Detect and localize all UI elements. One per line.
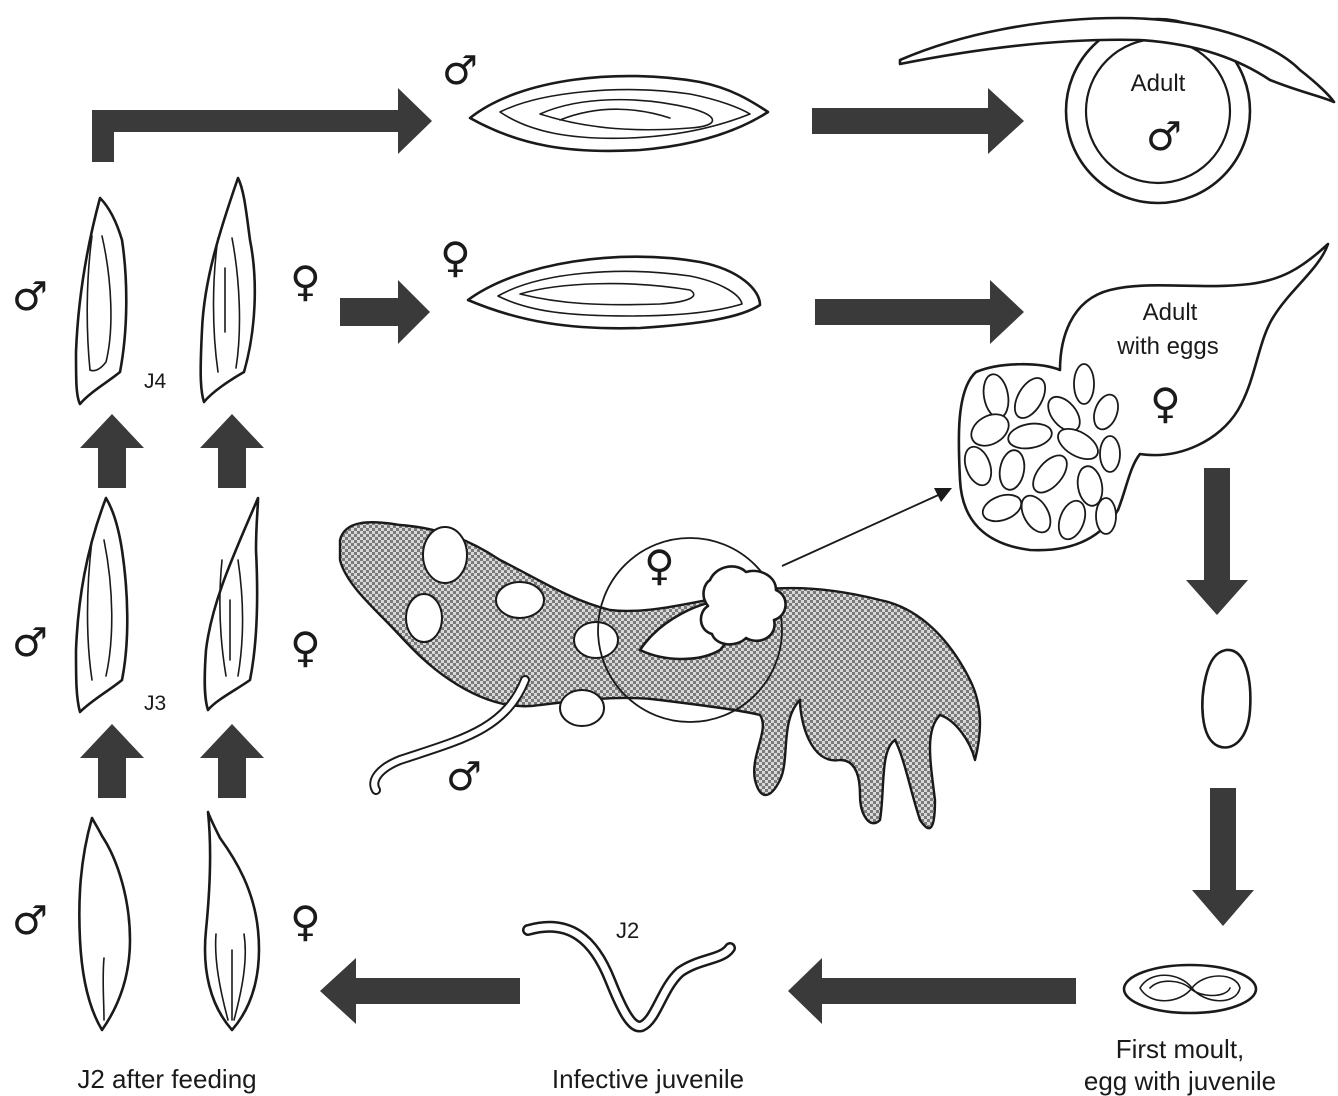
j4-male-illustration [76,198,126,404]
label-j2-after-feeding: J2 after feeding [77,1064,256,1094]
arrow-to-j2-after-feeding [320,958,520,1024]
egg-illustration [1202,650,1250,748]
male-symbol-j4: ♂ [12,274,48,320]
arrow-male-j3-to-j4 [80,414,144,488]
label-first-moult-line2: egg with juvenile [1084,1066,1276,1096]
female-symbol-adult: ♀ [1150,379,1181,428]
arrow-to-male-moult [92,88,432,162]
magnify-pointer [782,488,952,566]
female-symbol-j2: ♀ [290,897,321,946]
arrow-female-j2-to-j3 [200,724,264,798]
j2-male-illustration [79,818,130,1030]
arrow-female-j3-to-j4 [200,414,264,488]
egg-with-juvenile-illustration [1124,965,1256,1013]
male-symbol-moult: ♂ [442,48,478,94]
j4-female-illustration [201,178,255,402]
male-symbol-adult: ♂ [1146,114,1182,160]
label-adult-female-line1: Adult [1143,299,1198,326]
arrow-to-adult-male [812,88,1024,154]
label-first-moult-line1: First moult, [1116,1034,1245,1064]
male-moulting-illustration [470,76,768,151]
arrow-to-infective-juvenile [788,958,1076,1024]
adult-female-illustration [959,244,1328,550]
j2-female-illustration [205,812,259,1030]
j3-female-illustration [205,498,258,710]
j3-male-illustration [76,498,127,712]
female-symbol-moult: ♀ [440,233,471,282]
label-j4: J4 [144,370,167,393]
male-symbol-j2: ♂ [12,898,48,944]
label-adult-female-line2: with eggs [1116,333,1218,360]
label-j2: J2 [616,918,639,943]
label-adult-male: Adult [1131,70,1186,97]
male-symbol-j3: ♂ [12,620,48,666]
arrow-male-j2-to-j3 [80,724,144,798]
male-symbol-root: ♂ [446,754,482,800]
arrow-down-to-egg [1186,468,1248,615]
label-infective-juvenile: Infective juvenile [552,1064,744,1094]
arrow-to-adult-female [815,280,1024,344]
female-symbol-j3: ♀ [290,623,321,672]
female-moulting-illustration [468,257,760,329]
arrow-down-to-moult [1192,788,1254,926]
label-j3: J3 [144,692,166,715]
arrow-to-female-moult [340,280,430,344]
female-symbol-root: ♀ [644,541,675,590]
female-symbol-j4: ♀ [290,257,321,306]
